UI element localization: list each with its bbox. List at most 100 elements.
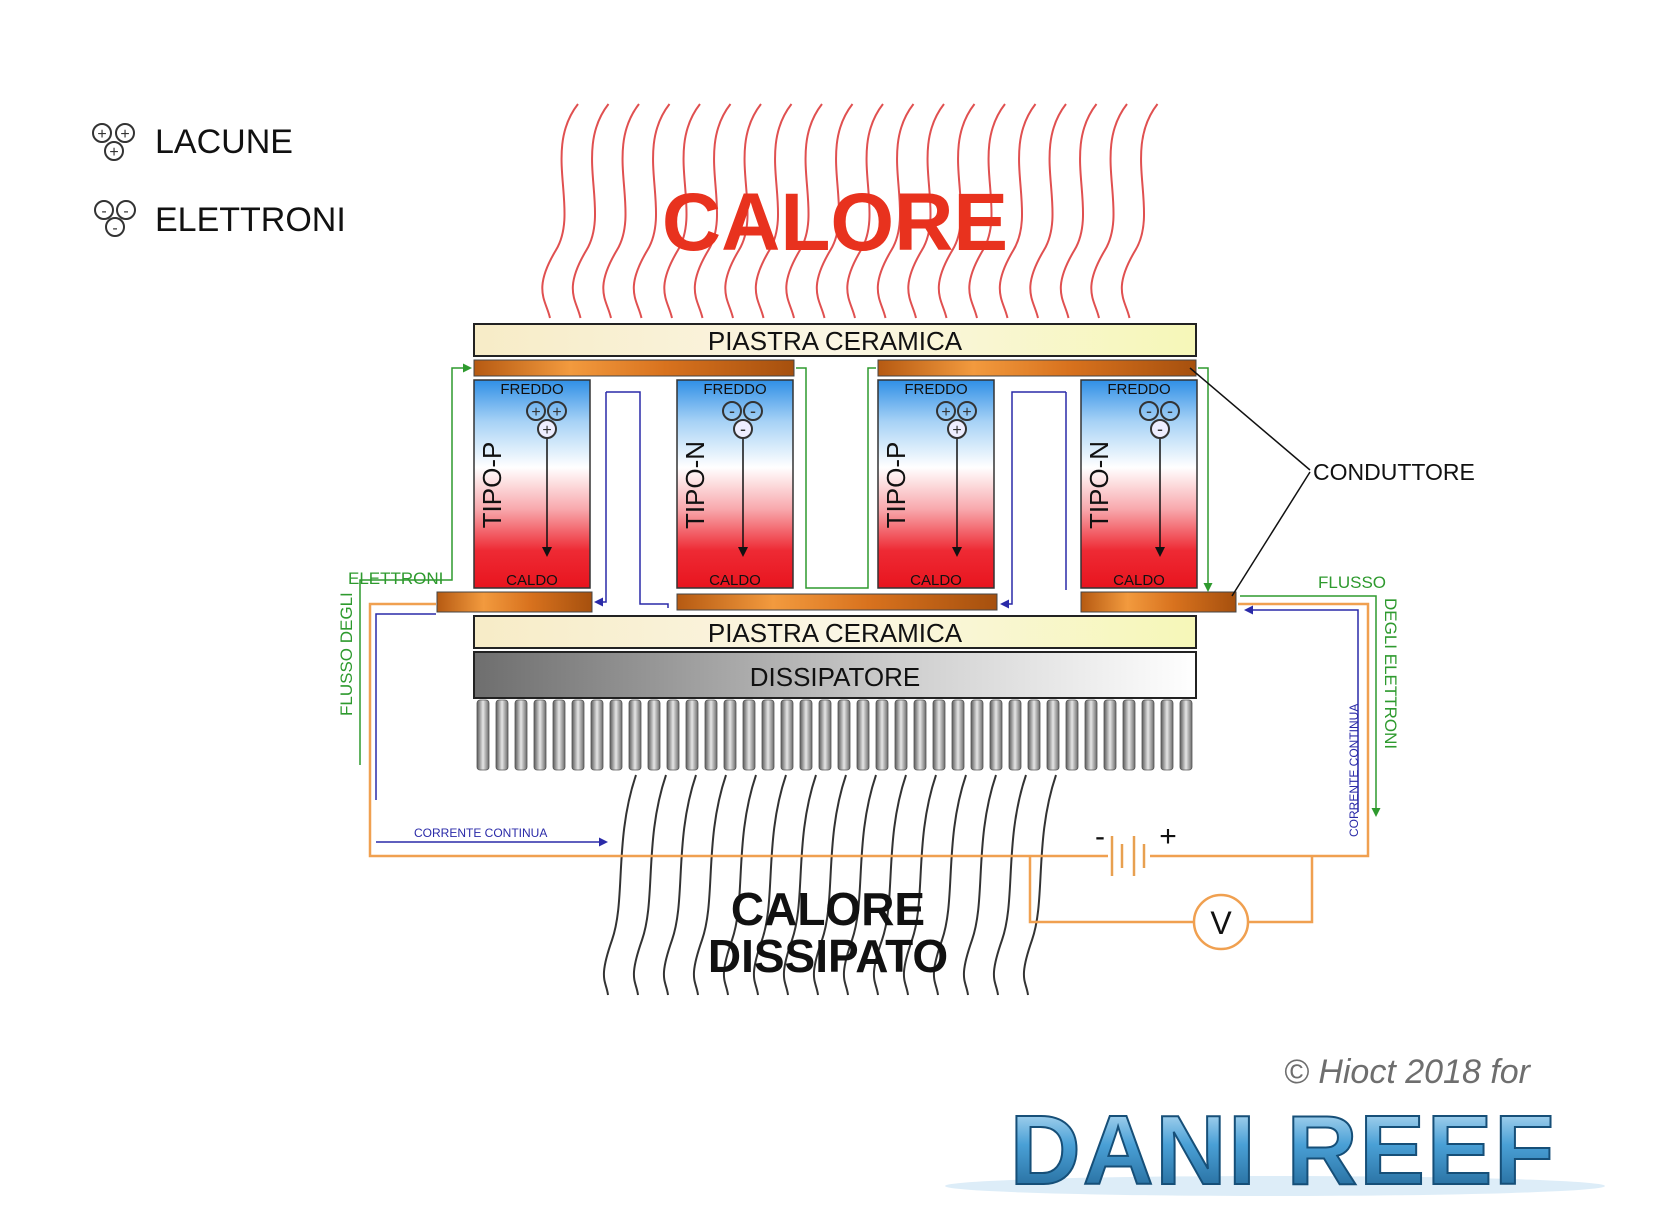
dissipated-heat-line2: DISSIPATO — [708, 930, 948, 982]
heat-title: CALORE — [662, 177, 1008, 268]
heatsink-fin — [875, 699, 889, 771]
heat-wave-line — [541, 103, 579, 319]
heat-wave-line — [907, 103, 945, 319]
battery — [1110, 836, 1146, 876]
top-ceramic-plate — [473, 323, 1197, 357]
dissipated-wave-line — [632, 774, 667, 996]
svg-text:+: + — [962, 404, 971, 421]
dissipated-wave-line — [962, 774, 997, 996]
heat-wave-line — [968, 103, 1006, 319]
battery-plus: + — [1159, 820, 1177, 853]
top-conductor-right — [877, 359, 1197, 377]
leg-1: FREDDO CALDO TIPO-P + + + — [473, 379, 591, 589]
svg-text:+: + — [120, 126, 129, 143]
dissipated-wave-line — [602, 774, 637, 996]
heatsink-fin — [1141, 699, 1155, 771]
heatsink-fin — [1065, 699, 1079, 771]
leg-2-electrons-icon: - - - — [722, 401, 763, 439]
heatsink-fin — [1122, 699, 1136, 771]
legend-holes-label: LACUNE — [155, 123, 293, 161]
dissipated-wave-line — [692, 774, 727, 996]
heatsink-fin — [666, 699, 680, 771]
svg-text:FREDDO: FREDDO — [703, 381, 766, 398]
svg-text:+: + — [542, 422, 551, 439]
svg-text:+: + — [109, 144, 118, 161]
heatsink-body — [473, 651, 1197, 699]
dissipated-wave-line — [872, 774, 907, 996]
dc-current-label-bottom: CORRENTE CONTINUA — [414, 826, 547, 840]
leg-2: FREDDO CALDO TIPO-N - - - — [676, 379, 794, 589]
bottom-conductor-middle — [676, 593, 998, 611]
heat-wave-line — [846, 103, 884, 319]
current-path — [375, 391, 1359, 847]
dissipated-wave-line — [782, 774, 817, 996]
heat-wave-line — [663, 103, 701, 319]
heatsink-fin — [1103, 699, 1117, 771]
dissipated-heat-line1: CALORE — [731, 883, 925, 935]
dissipated-wave-line — [722, 774, 757, 996]
bottom-conductor-left — [436, 591, 593, 613]
heat-wave-line — [1059, 103, 1098, 319]
leg-3-type-label: TIPO-P — [881, 442, 911, 529]
heatsink-fin — [552, 699, 566, 771]
heatsink-label: DISSIPATORE — [750, 662, 921, 692]
conductor-label: CONDUTTORE — [1313, 459, 1475, 485]
svg-text:FREDDO: FREDDO — [904, 381, 967, 398]
heatsink-fin — [1008, 699, 1022, 771]
leg-3-holes-icon: + + + — [936, 401, 977, 439]
bottom-conductor-right — [1080, 591, 1237, 613]
heatsink-fin — [742, 699, 756, 771]
dissipated-wave-line — [992, 774, 1027, 996]
bottom-ceramic-plate — [473, 615, 1197, 649]
battery-minus: - — [1095, 820, 1105, 853]
dissipated-wave-line — [662, 774, 697, 996]
heatsink-fin — [495, 699, 509, 771]
svg-text:-: - — [1157, 419, 1163, 439]
heat-wave-line — [693, 103, 732, 319]
svg-text:-: - — [112, 220, 117, 237]
semiconductor-legs: FREDDO CALDO TIPO-P + + + FREDDO CALDO T… — [473, 379, 1198, 589]
heat-wave-line — [937, 103, 976, 319]
legend-holes-icon: + + + — [92, 123, 135, 161]
heatsink-fin — [856, 699, 870, 771]
dissipated-wave-line — [1022, 774, 1057, 996]
heat-wave-line — [754, 103, 793, 319]
leg-4: FREDDO CALDO TIPO-N - - - — [1080, 379, 1198, 589]
heat-wave-line — [1090, 103, 1128, 319]
svg-text:CALDO: CALDO — [1113, 572, 1165, 589]
leg-1-holes-icon: + + + — [526, 401, 567, 439]
heatsink-fin — [761, 699, 775, 771]
dissipated-wave-line — [902, 774, 937, 996]
svg-text:-: - — [750, 401, 756, 421]
dissipated-wave-line — [932, 774, 967, 996]
svg-text:DANI REEF: DANI REEF — [1010, 1095, 1556, 1205]
left-flow-line2: FLUSSO DEGLI — [337, 592, 356, 716]
svg-text:CALDO: CALDO — [910, 572, 962, 589]
heat-wave-line — [1029, 103, 1067, 319]
heat-wave-line — [998, 103, 1037, 319]
danireef-logo: DANI REEF — [945, 1094, 1605, 1206]
heat-wave-line — [724, 103, 762, 319]
heatsink-fin — [685, 699, 699, 771]
right-flow-line1: FLUSSO — [1318, 573, 1386, 592]
heatsink-fin — [571, 699, 585, 771]
svg-text:-: - — [1146, 401, 1152, 421]
heatsink-fin — [951, 699, 965, 771]
svg-text:+: + — [941, 404, 950, 421]
heatsink-fin — [1027, 699, 1041, 771]
heatsink-fin — [647, 699, 661, 771]
bottom-ceramic-label: PIASTRA CERAMICA — [708, 618, 963, 648]
heatsink-fin — [590, 699, 604, 771]
svg-text:CALDO: CALDO — [506, 572, 558, 589]
conductor-leaders — [1189, 367, 1311, 597]
heatsink-fin — [723, 699, 737, 771]
heatsink-fin — [818, 699, 832, 771]
voltmeter — [1192, 893, 1250, 951]
heatsink-fin — [704, 699, 718, 771]
leg-3: FREDDO CALDO TIPO-P + + + — [877, 379, 995, 589]
left-flow-line1: ELETTRONI — [348, 569, 443, 588]
heatsink-fin — [989, 699, 1003, 771]
dissipated-wave-line — [842, 774, 877, 996]
copyright: © Hioct 2018 for — [1284, 1053, 1532, 1091]
